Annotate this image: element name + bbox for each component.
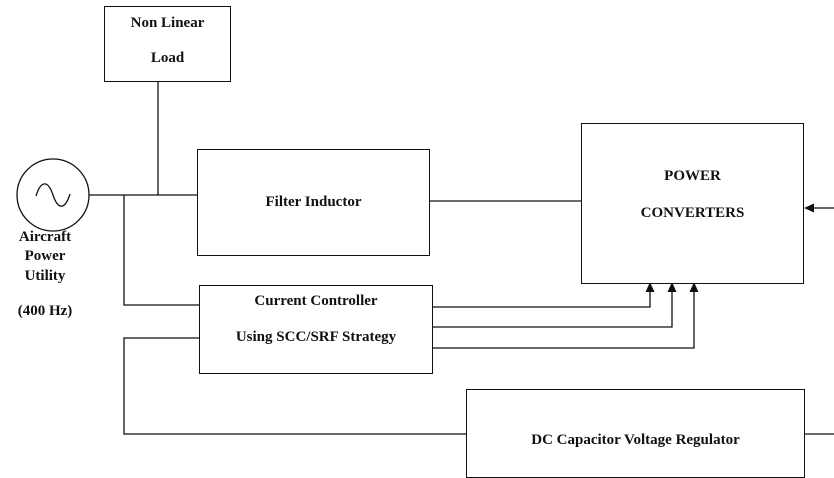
filter-inductor-label: Filter Inductor	[265, 194, 362, 210]
gate-arrowhead-c	[689, 282, 699, 292]
current-controller-block	[199, 285, 433, 374]
gate-signal-line-b	[433, 290, 673, 328]
source-label-line3: Utility	[24, 268, 66, 284]
gate-arrowhead-b	[667, 282, 677, 292]
nonlinear-load-block	[104, 6, 231, 82]
gate-signal-line-c	[433, 290, 695, 349]
nonlinear-load-label-line1: Non Linear	[130, 15, 205, 31]
power-converters-label-line1: POWER	[664, 168, 721, 184]
sine-wave-icon	[35, 183, 71, 207]
dc-regulator-label: DC Capacitor Voltage Regulator	[531, 432, 740, 448]
gate-arrowhead-a	[645, 282, 655, 292]
gate-signal-line-a	[433, 290, 651, 308]
current-controller-label-line1: Current Controller	[254, 293, 378, 309]
regulator-feedback-line	[123, 337, 466, 435]
converter-input-arrowhead	[804, 203, 814, 213]
filter-inductor-block	[197, 149, 430, 256]
current-controller-label-line2: Using SCC/SRF Strategy	[235, 329, 397, 345]
sensing-line	[123, 195, 199, 306]
nonlinear-load-label-line2: Load	[150, 50, 185, 66]
source-label-line2: Power	[24, 248, 66, 264]
power-converters-label-line2: CONVERTERS	[640, 205, 745, 221]
source-label-line1: Aircraft	[18, 229, 72, 245]
source-frequency-label: (400 Hz)	[17, 303, 73, 319]
dc-regulator-block	[466, 389, 805, 478]
power-converters-block	[581, 123, 804, 284]
